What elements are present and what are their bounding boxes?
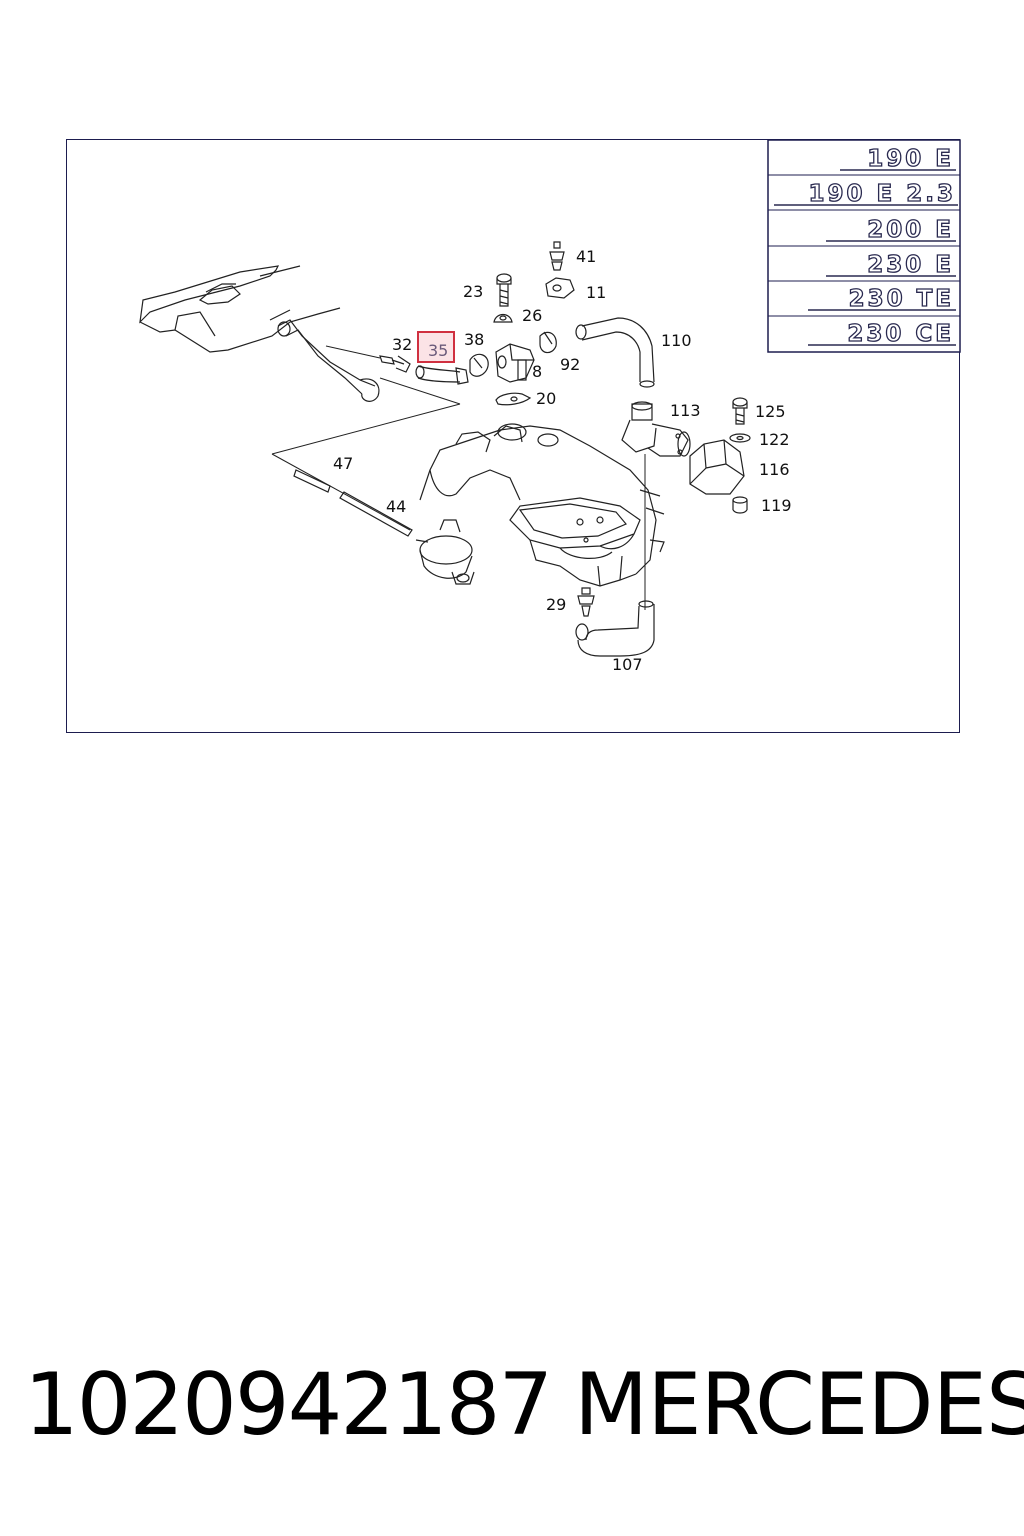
hose-44 — [339, 491, 413, 537]
callout-122: 122 — [759, 430, 790, 449]
model-badge-panel: 190 E 190 E 2.3 200 E 230 E 230 TE 230 C… — [767, 139, 961, 353]
callout-125: 125 — [755, 402, 786, 421]
callout-107: 107 — [612, 655, 643, 674]
badge-230ce: 230 CE — [847, 321, 954, 347]
gasket-20 — [495, 392, 532, 406]
cylinder-head-cover — [139, 265, 341, 353]
part-number: 1020942187 — [24, 1355, 553, 1455]
thermostat-housing-113 — [621, 401, 691, 457]
screw-23 — [496, 273, 512, 307]
callout-38: 38 — [464, 330, 484, 349]
hose-107 — [575, 600, 655, 657]
leader-lines — [271, 345, 646, 610]
breather-hose-left — [277, 319, 380, 402]
clamp-38 — [469, 353, 489, 377]
callout-113: 113 — [670, 401, 701, 420]
screw-29 — [577, 587, 595, 617]
badge-230e: 230 E — [867, 252, 954, 278]
callout-47: 47 — [333, 454, 353, 473]
callout-92: 92 — [560, 355, 580, 374]
callout-32: 32 — [392, 335, 412, 354]
connector-32-hose-35 — [379, 355, 469, 385]
rod-47 — [293, 469, 331, 493]
callout-44: 44 — [386, 497, 406, 516]
washer-122 — [729, 433, 751, 443]
callout-110: 110 — [661, 331, 692, 350]
callout-11: 11 — [586, 283, 606, 302]
clamp-92 — [539, 331, 557, 354]
badge-190e: 190 E — [867, 146, 954, 172]
valve-8 — [495, 343, 535, 383]
screw-41-flange-11 — [545, 241, 575, 299]
callout-labels: 41 23 11 26 110 32 35 38 92 8 20 113 125… — [333, 247, 792, 674]
intake-manifold — [419, 423, 665, 587]
callout-26: 26 — [522, 306, 542, 325]
callout-116: 116 — [759, 460, 790, 479]
highlight-box-35 — [417, 331, 455, 363]
callout-23: 23 — [463, 282, 483, 301]
cover-116 — [689, 439, 745, 495]
callout-35: 35 — [428, 341, 448, 360]
bushing-119 — [732, 496, 748, 514]
callout-29: 29 — [546, 595, 566, 614]
callout-8: 8 — [532, 362, 542, 381]
badge-190e-23: 190 E 2.3 — [809, 181, 956, 207]
callout-20: 20 — [536, 389, 556, 408]
brand-name: MERCEDES — [574, 1355, 1024, 1455]
hose-110 — [575, 317, 655, 388]
parts-diagram: 190 E 190 E 2.3 200 E 230 E 230 TE 230 C… — [139, 139, 961, 674]
bolt-125 — [732, 397, 748, 425]
callout-119: 119 — [761, 496, 792, 515]
callout-41: 41 — [576, 247, 596, 266]
badge-200e: 200 E — [867, 217, 954, 243]
badge-230te: 230 TE — [849, 286, 954, 312]
gasket-26 — [493, 313, 513, 323]
vacuum-unit — [415, 519, 475, 585]
